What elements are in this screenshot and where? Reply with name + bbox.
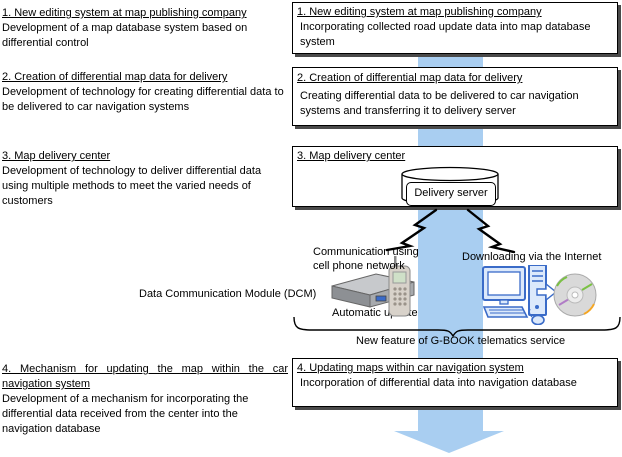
left-block-3-heading: 3. Map delivery center: [2, 150, 111, 162]
left-block-4-heading: 4. Mechanism for updating the map within…: [2, 363, 288, 390]
left-block-1: 1. New editing system at map publishing …: [2, 6, 288, 51]
brace-icon: [293, 316, 621, 338]
lightning-bolt-right-icon: [466, 208, 516, 254]
right-box-4: 4. Updating maps within car navigation s…: [292, 358, 618, 407]
internet-download-label: Downloading via the Internet: [462, 251, 602, 263]
right-box-3: 3. Map delivery center Delivery server: [292, 146, 618, 207]
left-block-4-body: Development of a mechanism for incorpora…: [2, 393, 249, 435]
left-block-2: 2. Creation of differential map data for…: [2, 70, 288, 115]
left-block-3: 3. Map delivery center Development of te…: [2, 149, 288, 209]
left-block-2-body: Development of technology for creating d…: [2, 86, 284, 113]
right-box-3-heading: 3. Map delivery center: [297, 150, 406, 162]
transfer-arrow-icon: [536, 282, 558, 302]
right-box-1-body: Incorporating collected road update data…: [300, 21, 591, 48]
left-block-2-heading: 2. Creation of differential map data for…: [2, 71, 228, 83]
lightning-bolt-left-icon: [385, 208, 438, 252]
cell-network-label: Communication using cell phone network: [313, 246, 419, 272]
left-block-1-heading: 1. New editing system at map publishing …: [2, 7, 247, 19]
dcm-label: Data Communication Module (DCM): [139, 288, 317, 300]
left-block-1-body: Development of a map database system bas…: [2, 22, 248, 49]
right-box-1-heading: 1. New editing system at map publishing …: [297, 6, 542, 18]
gbook-feature-label: New feature of G-BOOK telematics service: [356, 335, 566, 347]
left-block-3-body: Development of technology to deliver dif…: [2, 165, 262, 207]
left-block-4: 4. Mechanism for updating the map within…: [2, 362, 288, 437]
right-box-2: 2. Creation of differential map data for…: [292, 67, 618, 126]
right-box-4-heading: 4. Updating maps within car navigation s…: [297, 362, 524, 374]
right-box-2-heading: 2. Creation of differential map data for…: [297, 72, 523, 84]
right-box-4-body: Incorporation of differential data into …: [300, 377, 577, 389]
cell-phone-icon: [388, 256, 411, 317]
delivery-server-group: Delivery server: [400, 166, 500, 206]
right-box-2-body: Creating differential data to be deliver…: [300, 90, 579, 117]
delivery-server-label: Delivery server: [406, 182, 496, 206]
cd-icon: [553, 273, 597, 317]
right-box-1: 1. New editing system at map publishing …: [292, 2, 618, 54]
